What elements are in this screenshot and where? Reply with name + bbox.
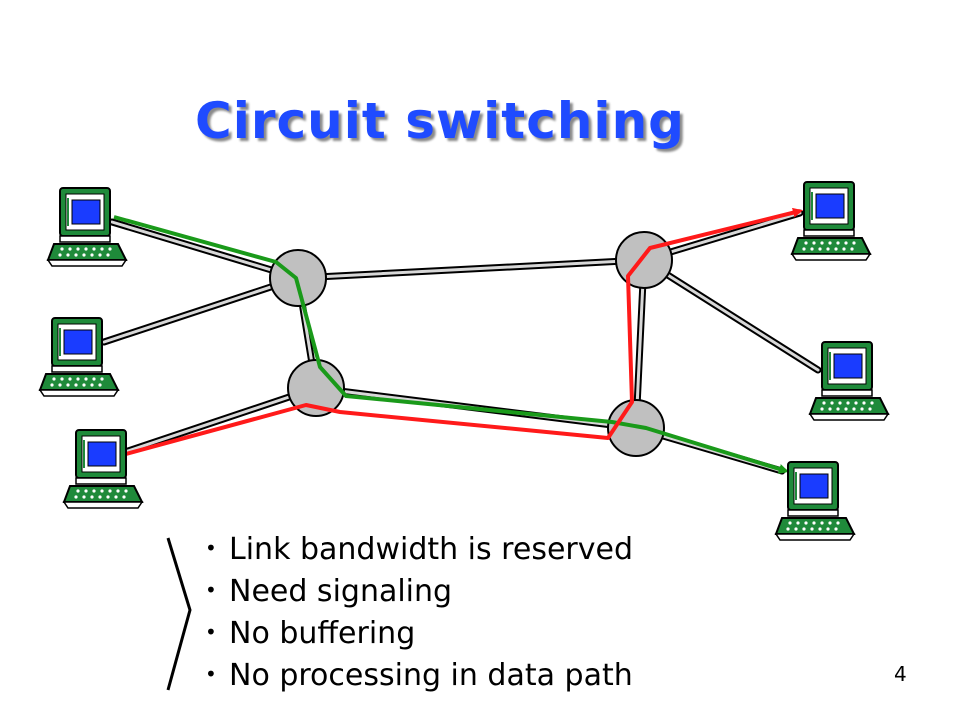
computer-icon [63, 429, 143, 509]
green-circuit-path [113, 215, 789, 474]
bullet-item: •No buffering [205, 616, 416, 651]
switch-3 [615, 231, 673, 289]
bullet-item: •No processing in data path [205, 658, 633, 693]
link-host-left-1-switch-1 [108, 218, 302, 282]
bullet-item: •Link bandwidth is reserved [205, 532, 633, 567]
link-switch-3-host-right-2 [640, 256, 822, 374]
bullet-bracket [166, 537, 192, 691]
computer-icon [809, 341, 889, 421]
computer-icon [775, 461, 855, 541]
bullet-text: No processing in data path [229, 658, 633, 693]
bullet-text: Link bandwidth is reserved [229, 532, 633, 567]
bullet-text: Need signaling [229, 574, 453, 609]
link-switch-1-switch-3 [294, 256, 648, 282]
bullet-text: No buffering [229, 616, 416, 651]
slide-title: Circuit switching [195, 92, 685, 150]
bullet-list: •Link bandwidth is reserved •Need signal… [205, 527, 633, 695]
page-number: 4 [894, 662, 907, 686]
switch-2 [287, 359, 345, 417]
bullet-item: •Need signaling [205, 574, 453, 609]
link-host-left-2-switch-1 [100, 274, 302, 346]
computer-icon [791, 181, 871, 261]
link-host-left-3-switch-2 [121, 384, 320, 456]
red-circuit-path [125, 207, 803, 456]
computer-icon [47, 187, 127, 267]
computer-icon [39, 317, 119, 397]
